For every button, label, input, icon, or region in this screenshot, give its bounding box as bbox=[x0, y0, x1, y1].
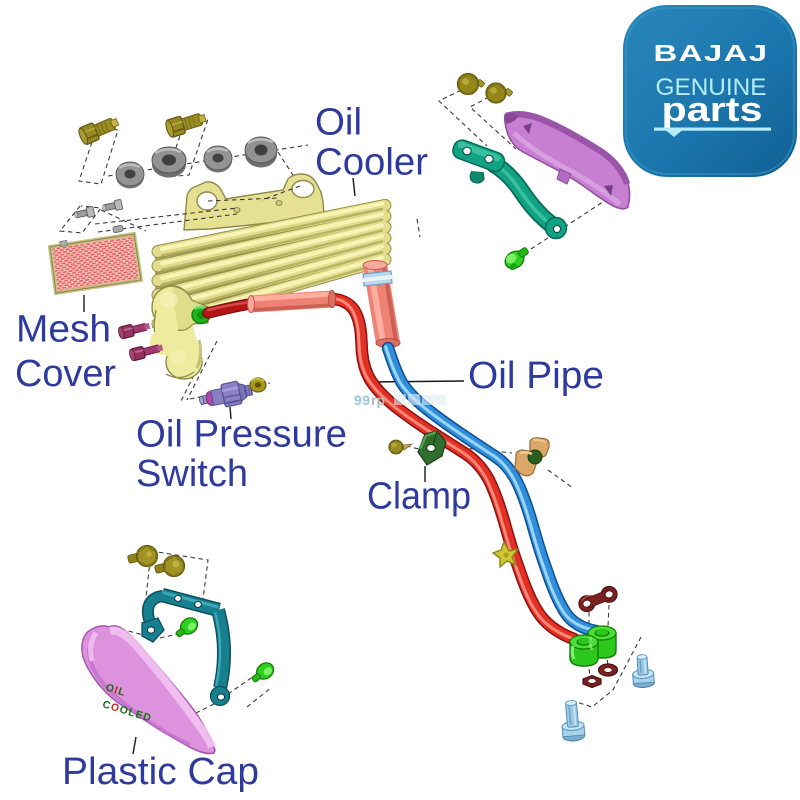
svg-text:Clamp: Clamp bbox=[367, 476, 471, 518]
svg-text:Oil Pressure: Oil Pressure bbox=[136, 414, 347, 456]
svg-text:Mesh: Mesh bbox=[16, 309, 111, 351]
svg-text:BAJAJ: BAJAJ bbox=[654, 40, 769, 66]
svg-text:Oil Pipe: Oil Pipe bbox=[468, 355, 604, 397]
svg-text:parts: parts bbox=[662, 91, 763, 129]
svg-text:GENUINE: GENUINE bbox=[656, 74, 767, 101]
svg-text:Cover: Cover bbox=[15, 353, 116, 395]
svg-text:Switch: Switch bbox=[136, 453, 248, 495]
svg-text:OIL: OIL bbox=[104, 682, 127, 699]
svg-text:rp: rp bbox=[371, 392, 385, 408]
svg-text:Oil: Oil bbox=[315, 102, 362, 144]
svg-text:99: 99 bbox=[354, 392, 371, 408]
svg-text:Plastic Cap: Plastic Cap bbox=[62, 751, 259, 793]
svg-text:Cooler: Cooler bbox=[315, 142, 428, 184]
